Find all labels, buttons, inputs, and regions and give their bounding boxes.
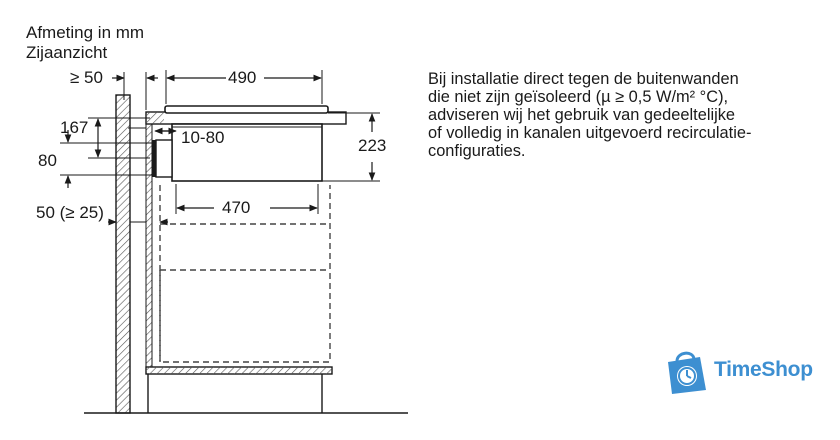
cabinet-dashed-outline <box>159 185 331 363</box>
note-line: configuraties. <box>428 142 526 160</box>
dim-223: 223 <box>358 136 387 155</box>
dim-wall-gap: ≥ 50 <box>70 68 103 87</box>
note-line: die niet zijn geïsoleerd (µ ≥ 0,5 W/m² °… <box>428 88 729 106</box>
worktop-hatch <box>146 112 164 124</box>
diagram-subtitle: Zijaanzicht <box>26 43 108 62</box>
dim-80: 80 <box>38 151 57 170</box>
note-line: of volledig in kanalen uitgevoerd recirc… <box>428 124 752 142</box>
hob-glass <box>164 105 329 114</box>
dim-167: 167 <box>60 118 89 137</box>
dim-10-80: 10-80 <box>181 128 225 147</box>
countertop <box>145 111 347 125</box>
installation-note: Bij installatie direct tegen de buitenwa… <box>428 70 818 160</box>
cabinet-side-panel <box>145 123 153 375</box>
brand-name: TimeShop <box>714 358 813 381</box>
note-line: Bij installatie direct tegen de buitenwa… <box>428 70 739 88</box>
shopping-bag-clock-icon <box>668 351 706 394</box>
outlet-duct <box>155 139 173 178</box>
diagram-title: Afmeting in mm <box>26 23 145 42</box>
dim-470: 470 <box>222 198 251 217</box>
dim-hob-width: 490 <box>228 68 257 87</box>
dim-wall-distance: 50 (≥ 25) <box>36 203 104 222</box>
note-line: adviseren wij het gebruik van gedeelteli… <box>428 106 736 124</box>
brand-logo: TimeShop <box>660 348 835 396</box>
